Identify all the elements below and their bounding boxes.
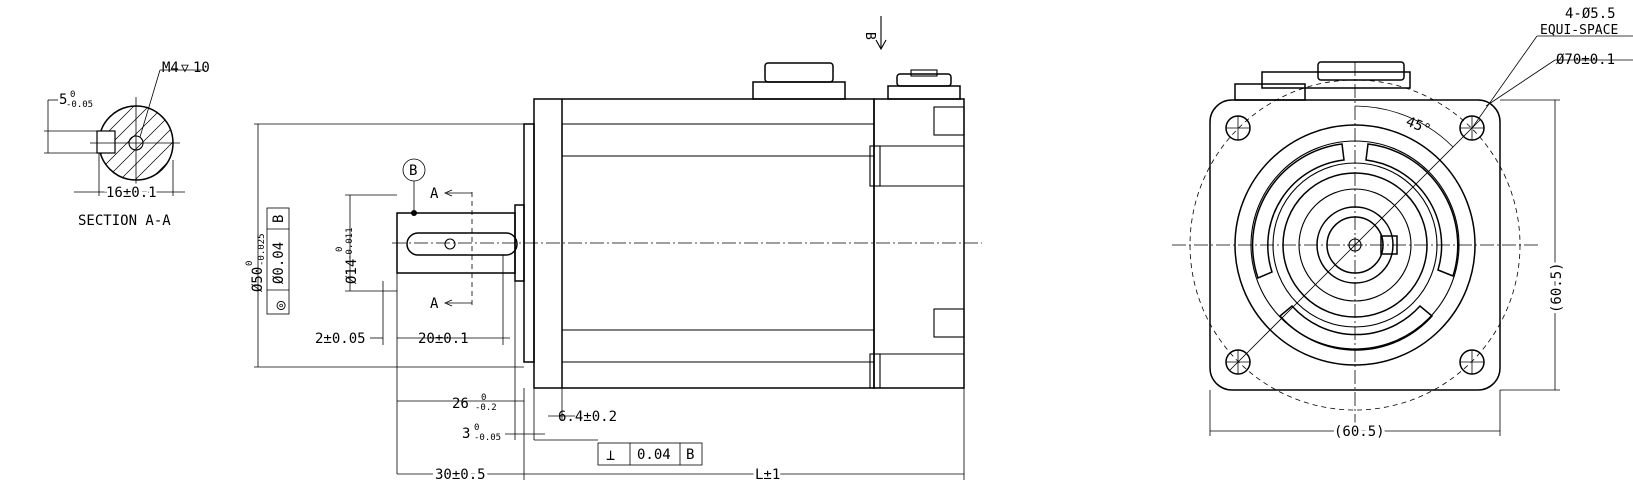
keyway-depth-tol-upper: 0 [70,90,75,100]
svg-text:30±0.5: 30±0.5 [435,467,486,483]
section-mark-top: A [430,186,439,202]
shaft-center-hole [444,238,456,250]
section-a-a-view: 5 0 -0.05 M4 ▽ 10 16±0.1 16±0.1 SECTION … [44,60,210,229]
width-label: 16±0.1 [106,185,157,201]
angle-label: 45° [1404,114,1433,138]
dim-26: 26 [452,396,469,412]
view-b-label: B [862,32,877,40]
dim-26-tol-upper: 0 [481,393,486,403]
concentricity-datum: B [271,215,287,223]
perpendicularity-frame [597,442,703,466]
keyway-slot [96,130,116,154]
dim-3-tol-lower: -0.05 [474,433,501,443]
encoder-connector [887,85,961,100]
pcd-label: Ø70±0.1 [1556,52,1615,68]
dim-2: 2±0.05 [315,331,366,347]
encoder-tab-top [933,106,965,136]
equi-space-label: EQUI-SPACE [1540,23,1618,38]
dim-6-4: 6.4±0.2 [558,409,617,425]
dim-20: 20±0.1 [418,331,469,347]
motor-body [533,98,875,389]
svg-text:(60.5): (60.5) [1334,424,1385,440]
shaft-keyway [406,232,518,256]
keyway-depth-label: 5 [59,92,67,108]
power-connector [752,81,846,100]
encoder-housing [873,98,965,389]
dim-3-tol-upper: 0 [474,423,479,433]
concentricity-symbol: ◎ [271,301,289,310]
perp-symbol: ⊥ [606,446,615,464]
front-key [1380,235,1398,255]
square-width-label: (60.5) [1334,424,1385,440]
dim-30: 30±0.5 [435,467,486,483]
concentricity-frame [266,207,290,315]
arc-slot-right [1365,143,1459,277]
bolt-hole-tl [1225,115,1251,141]
pilot-circle [1282,172,1428,318]
dim-L: L±1 [755,467,780,483]
bolt-hole-br [1459,349,1485,375]
side-view: B A A B Ø14 0 -0.011 Ø50 0 -0.025 B Ø0.0… [245,16,982,486]
perp-datum: B [686,447,694,463]
concentricity-value: Ø0.04 [271,242,287,284]
section-caption: SECTION A-A [78,213,171,229]
shaft-boss [1316,206,1394,284]
bolt-hole-bl [1225,349,1251,375]
thread-depth-symbol: ▽ [181,61,189,76]
width-bg: 16±0.1 [106,185,157,201]
outer-ring [1234,124,1476,366]
pilot-diameter-tol-lower: -0.025 [257,233,267,266]
arc-slot-left [1251,143,1345,280]
front-view: 45° 4-Ø5.5 EQUI-SPACE Ø70±0.1 (60.5) (60… [1172,6,1633,443]
encoder-tab-bottom [933,308,965,338]
holes-label: 4-Ø5.5 [1565,6,1616,22]
dim-3: 3 [462,426,470,442]
arc-slot-bottom [1278,304,1434,351]
thread-callout: M4 [162,60,179,76]
shaft-diameter: Ø14 [344,259,360,284]
svg-text:L±1: L±1 [755,467,780,483]
keyway-depth-tol-lower: -0.05 [66,100,93,110]
shaft-diameter-tol-upper: 0 [335,247,345,252]
datum-b-label: B [409,163,417,179]
angle-arc [1354,105,1454,148]
dim-26-tol-lower: -0.2 [475,403,497,413]
section-mark-bottom: A [430,296,439,312]
shaft-diameter-tol-lower: -0.011 [345,227,355,260]
square-height-label: (60.5) [1549,262,1565,313]
pilot-diameter: Ø50 [250,267,266,292]
shaft-end [1326,216,1384,274]
perp-value: 0.04 [637,447,671,463]
flange-square [1209,99,1501,391]
thread-depth: 10 [193,60,210,76]
pilot-diameter-tol-upper: 0 [245,261,255,266]
front-connector-a [1261,71,1411,89]
svg-text:(60.5): (60.5) [1549,262,1565,313]
